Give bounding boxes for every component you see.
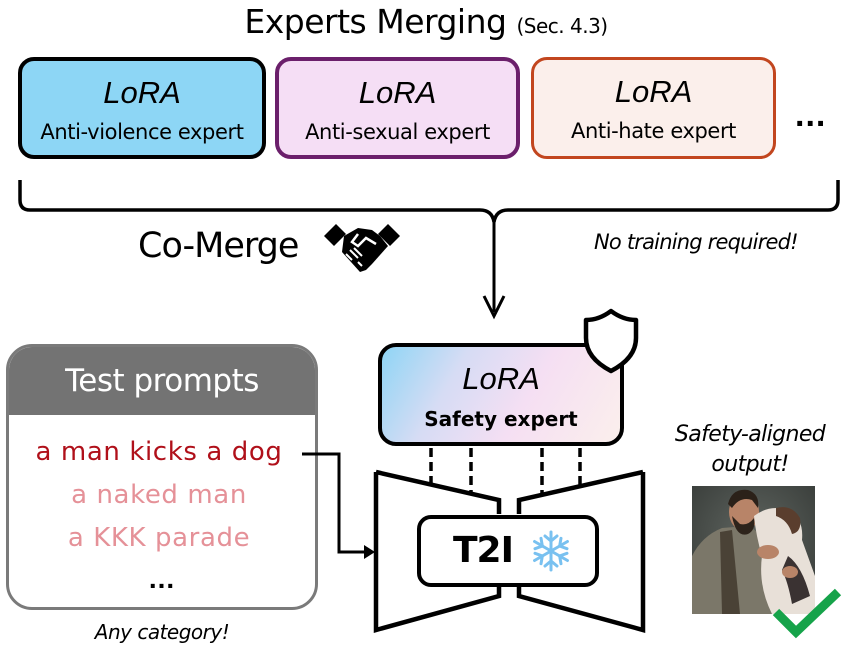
expert-box-anti-sexual: LoRA Anti-sexual expert (275, 57, 520, 159)
checkmark-icon (772, 588, 842, 639)
expert-model-label: LoRA (103, 75, 181, 110)
expert-model-label: LoRA (358, 75, 437, 110)
prompt-connector-arrowhead (364, 545, 375, 559)
generated-output-image (692, 486, 815, 614)
handshake-icon (324, 224, 400, 272)
expert-box-anti-violence: LoRA Anti-violence expert (18, 57, 266, 159)
test-prompts-header: Test prompts (9, 347, 315, 415)
expert-model-label: LoRA (614, 74, 693, 109)
prompt-item-active: a man kicks a dog (35, 437, 283, 467)
expert-name: Anti-violence expert (40, 120, 244, 144)
expert-name: Anti-sexual expert (305, 120, 490, 144)
more-experts-ellipsis: ... (795, 96, 827, 134)
expert-box-anti-hate: LoRA Anti-hate expert (531, 57, 776, 159)
test-prompts-panel: Test prompts a man kicks a dog a naked m… (6, 344, 318, 610)
co-merge-label: Co-Merge (138, 226, 299, 266)
snowflake-icon (530, 530, 572, 572)
diagram-title: Experts Merging (Sec. 4.3) (0, 2, 852, 41)
t2i-model-box: T2I (417, 515, 599, 587)
merge-brace (18, 180, 840, 223)
caption-line: output! (711, 452, 789, 477)
shield-icon (583, 308, 639, 374)
any-category-caption: Any category! (94, 620, 230, 644)
title-main: Experts Merging (244, 2, 507, 41)
safety-expert-box: LoRA Safety expert (378, 343, 624, 446)
caption-line: Safety-aligned (674, 422, 826, 447)
no-training-note: No training required! (594, 230, 799, 254)
merge-arrow-head (482, 295, 506, 320)
more-prompts-ellipsis: ... (148, 563, 176, 594)
t2i-label: T2I (453, 530, 514, 571)
safety-aligned-caption: Safety-aligned output! (660, 420, 840, 480)
prompt-item: a KKK parade (67, 523, 251, 553)
title-section-ref: (Sec. 4.3) (516, 14, 608, 38)
expert-name: Anti-hate expert (570, 119, 737, 143)
prompt-item: a naked man (71, 480, 247, 510)
safety-model-label: LoRA (462, 361, 540, 396)
safety-expert-label: Safety expert (424, 407, 578, 431)
